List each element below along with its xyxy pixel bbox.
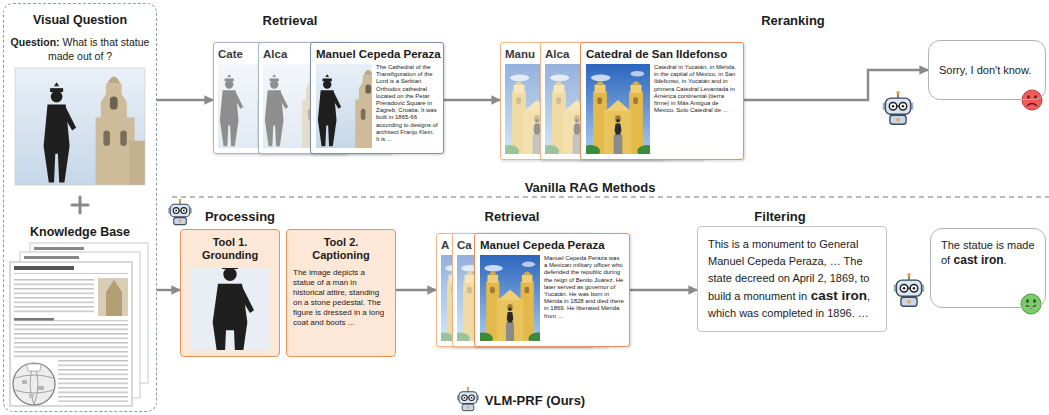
answer-bubble: Sorry, I don't know. xyxy=(928,40,1046,100)
card-snippet: Catedral in Yucatán, in Mérida, in the c… xyxy=(654,64,738,114)
wiki-pages xyxy=(10,243,148,406)
question-label: Question: xyxy=(11,36,60,48)
tool-box: Tool 1. Grounding xyxy=(180,229,280,357)
happy-face xyxy=(1021,294,1041,314)
question-photo xyxy=(15,68,145,185)
question-text: What is that statue made out of ? xyxy=(48,36,150,62)
stage-label: VLM-PRF (Ours) xyxy=(485,393,585,408)
stage-label: Retrieval xyxy=(485,209,540,224)
panel-heading: Visual Question xyxy=(33,13,127,27)
card-snippet: Manuel Cepeda Peraza was a Mexican milit… xyxy=(544,255,624,320)
flow-arrow xyxy=(157,289,180,291)
section-divider xyxy=(172,196,1049,197)
robot-icon xyxy=(883,91,914,124)
flow-arrow xyxy=(630,289,697,291)
flow-arrow xyxy=(444,99,500,101)
flow-arrow xyxy=(157,99,213,101)
flow-arrow xyxy=(744,70,928,100)
stage-label: Retrieval xyxy=(263,13,318,28)
sad-face xyxy=(1022,90,1042,110)
robot-icon xyxy=(457,387,479,411)
wiki-globe xyxy=(13,363,55,405)
tool-title: Tool 1. Grounding xyxy=(196,236,264,262)
card-photo xyxy=(480,255,540,341)
answer-bubble: The statue is made ofcast iron. xyxy=(930,228,1046,308)
card-title: Catedral de San Ildefonso xyxy=(586,47,738,61)
tool-title: Tool 2. Captioning xyxy=(307,236,375,262)
flow-arrow xyxy=(396,289,436,291)
card-photo xyxy=(316,64,372,148)
grounded-crop xyxy=(190,268,270,350)
stage-label: Reranking xyxy=(761,13,825,28)
reranked-card: Catedral de San IldefonsoCatedral in Yuc… xyxy=(580,42,744,160)
stage-label: Vanilla RAG Methods xyxy=(525,180,656,195)
answer-text: . xyxy=(1004,254,1007,266)
retrieved-card: Manuel Cepeda PerazaManuel Cepeda Peraza… xyxy=(474,233,630,347)
tool-output: The image depicts a statue of a man in h… xyxy=(293,268,389,328)
answer-text: Sorry, I don't know. xyxy=(939,64,1031,76)
answer-text: cast iron xyxy=(954,253,1004,267)
filtered-passage: This is a monument to General Manuel Cep… xyxy=(697,226,887,332)
plus-sign xyxy=(72,197,88,213)
tool-box: Tool 2. CaptioningThe image depicts a st… xyxy=(286,229,396,357)
input-panel: Visual QuestionQuestion:What is that sta… xyxy=(3,3,157,412)
robot-icon xyxy=(168,199,192,225)
passage-text: cast iron xyxy=(811,288,867,303)
card-title: Manuel Cepeda Peraza xyxy=(480,238,624,252)
stage-label: Processing xyxy=(205,209,275,224)
panel-heading: Knowledge Base xyxy=(30,225,130,239)
retrieved-card: Manuel Cepeda PerazaThe Cathedral of the… xyxy=(310,42,444,154)
card-snippet: The Cathedral of the Transfiguration of … xyxy=(376,64,438,143)
card-title: Manuel Cepeda Peraza xyxy=(316,47,438,61)
stage-label: Filtering xyxy=(754,209,805,224)
robot-icon xyxy=(894,273,925,306)
card-photo xyxy=(586,64,650,154)
